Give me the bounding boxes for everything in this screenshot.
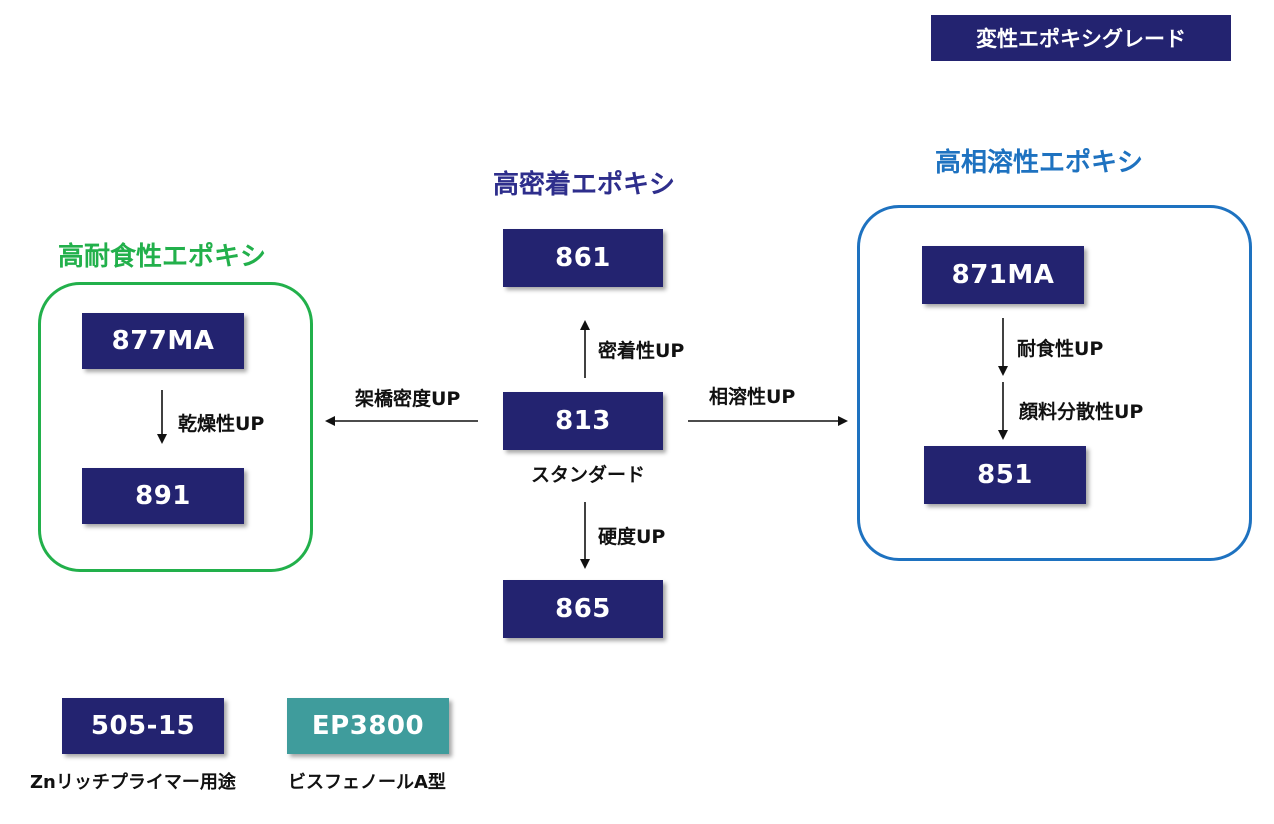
box-861: 861 xyxy=(503,229,663,287)
box-871ma: 871MA xyxy=(922,246,1084,304)
label-arrow-right: 相溶性UP xyxy=(709,386,796,408)
legend-box-505-15: 505-15 xyxy=(62,698,224,754)
box-813: 813 xyxy=(503,392,663,450)
legend-caption-ep3800: ビスフェノールA型 xyxy=(288,772,446,793)
main-caption: スタンダード xyxy=(531,464,646,486)
box-891: 891 xyxy=(82,468,244,524)
label-right-group-arrow-1: 耐食性UP xyxy=(1017,338,1104,360)
label-arrow-up: 密着性UP xyxy=(598,340,685,362)
left-heading: 高耐食性エポキシ xyxy=(58,242,267,272)
label-arrow-left: 架橋密度UP xyxy=(355,388,461,410)
box-851: 851 xyxy=(924,446,1086,504)
label-right-group-arrow-2: 顔料分散性UP xyxy=(1019,401,1144,423)
grade-tag: 変性エポキシグレード xyxy=(931,15,1231,61)
box-877ma: 877MA xyxy=(82,313,244,369)
label-left-group-arrow: 乾燥性UP xyxy=(178,413,265,435)
center-heading: 高密着エポキシ xyxy=(493,170,676,200)
right-group-frame xyxy=(857,205,1252,561)
box-865: 865 xyxy=(503,580,663,638)
legend-caption-505-15: Znリッチプライマー用途 xyxy=(30,772,236,793)
label-arrow-down: 硬度UP xyxy=(598,526,666,548)
right-heading: 高相溶性エポキシ xyxy=(935,148,1144,178)
left-group-frame xyxy=(38,282,313,572)
legend-box-ep3800: EP3800 xyxy=(287,698,449,754)
